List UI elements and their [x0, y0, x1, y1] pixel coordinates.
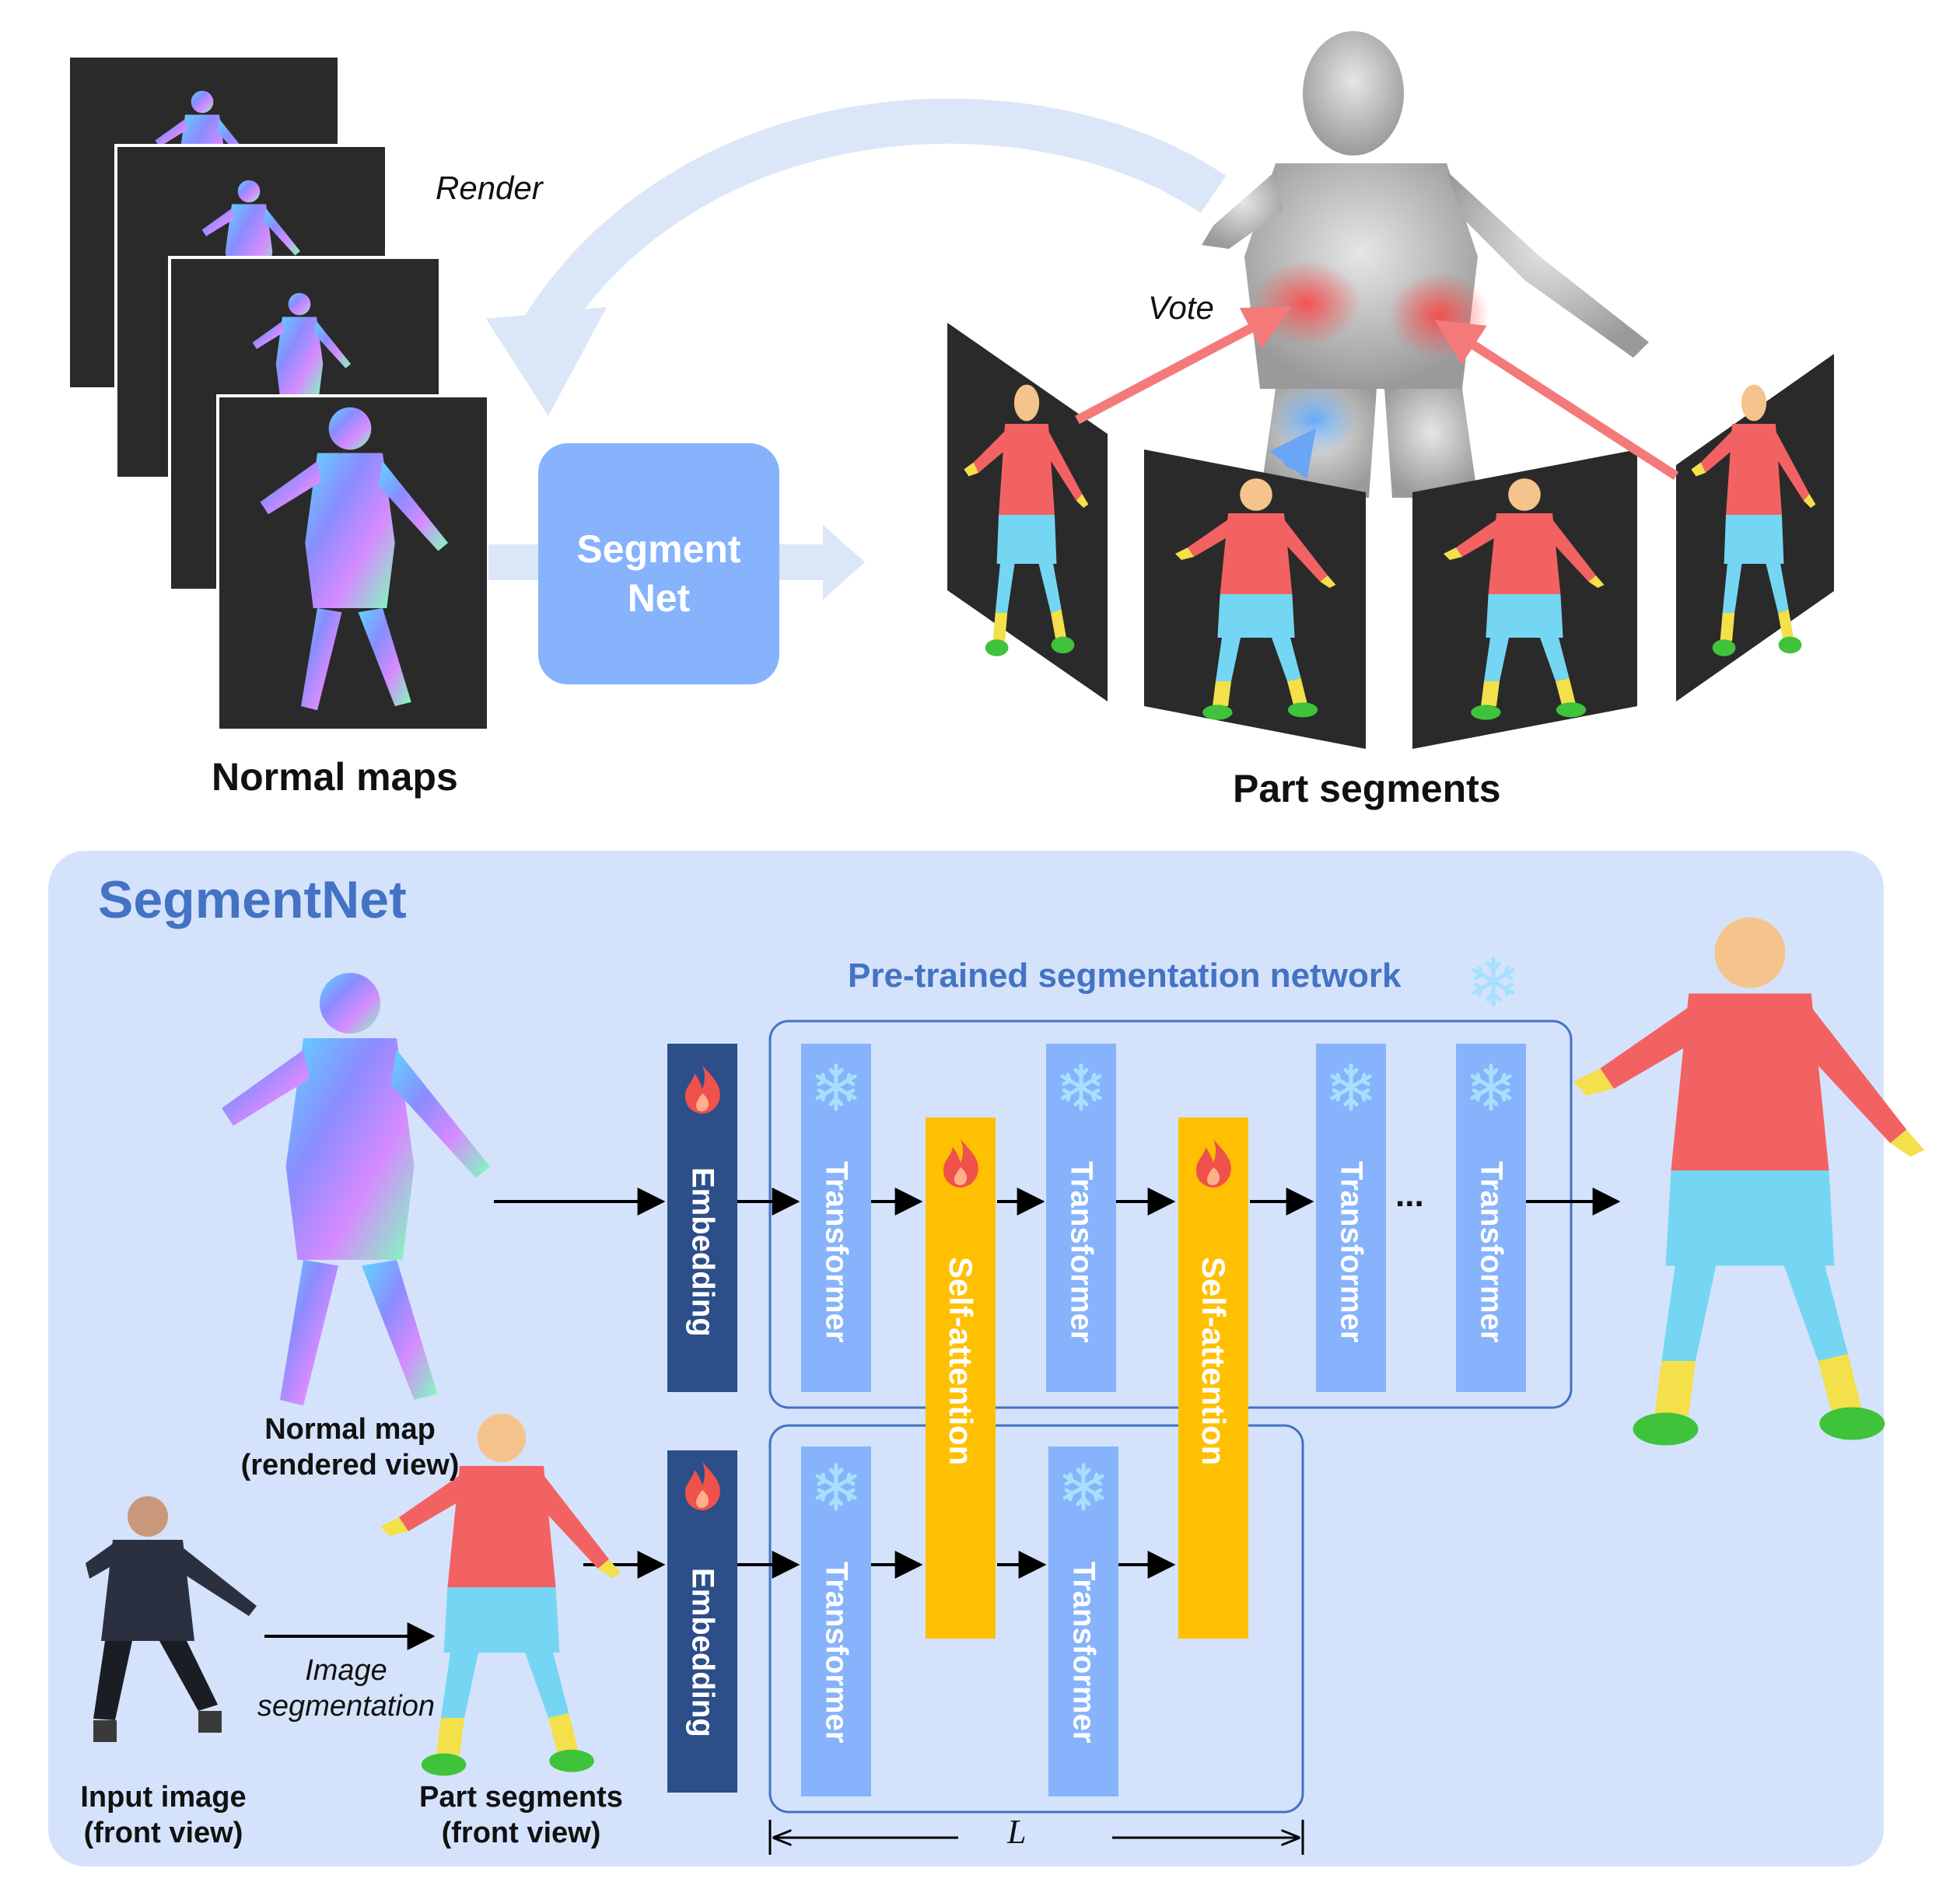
vote-arrow-right: [1434, 320, 1679, 481]
self-attention-label: Self-attention: [943, 1256, 979, 1466]
transformer-label: Transformer: [1334, 1161, 1369, 1343]
pretrained-network-label: Pre-trained segmentation network: [848, 957, 1402, 995]
segment-net-box-line1: Segment: [576, 527, 741, 571]
part-segment-panels: [947, 323, 1834, 749]
vote-label: Vote: [1148, 289, 1214, 326]
self-attention-block: [926, 1118, 996, 1639]
transformer-label: Transformer: [1474, 1161, 1509, 1343]
vote-arrow-center: [1269, 428, 1317, 480]
normal-maps-caption: Normal maps: [212, 755, 458, 799]
render-label: Render: [436, 170, 543, 206]
layers-symbol: L: [1007, 1813, 1027, 1851]
transformer-label: Transformer: [819, 1562, 854, 1744]
layers-dimension: [768, 1820, 1304, 1855]
pretrained-network-outline-top: [768, 1020, 1573, 1409]
transformer-label: Transformer: [1066, 1562, 1101, 1744]
embedding-label: Embedding: [685, 1568, 720, 1737]
grey-3d-scan: [1202, 31, 1649, 498]
render-arrow: [525, 98, 1227, 339]
normal-map-stack: [67, 54, 490, 732]
segment-net-box: [538, 443, 779, 684]
embedding-label: Embedding: [685, 1167, 720, 1337]
transformer-label: Transformer: [1064, 1161, 1099, 1343]
input-image-photo: [86, 1496, 257, 1742]
input-image-caption: Input image (front view): [80, 1781, 247, 1849]
self-attention-label: Self-attention: [1195, 1256, 1232, 1466]
segmentnet-title: SegmentNet: [98, 870, 407, 929]
normal-map-caption: Normal map (rendered view): [240, 1413, 460, 1481]
part-segments-caption: Part segments: [1233, 767, 1501, 810]
ellipsis-label: ...: [1395, 1176, 1424, 1214]
render-arrow-head: [486, 307, 607, 416]
transformer-label: Transformer: [819, 1161, 854, 1343]
image-segmentation-label: Image segmentation: [257, 1654, 436, 1723]
front-part-segments-caption: Part segments (front view): [419, 1781, 623, 1849]
flow-arrow-head: [823, 525, 865, 600]
vote-arrow-left: [1075, 306, 1292, 425]
pretrained-network-outline-bottom: [768, 1424, 1304, 1814]
self-attention-block: [1178, 1118, 1248, 1639]
segment-net-box-line2: Net: [628, 576, 691, 620]
